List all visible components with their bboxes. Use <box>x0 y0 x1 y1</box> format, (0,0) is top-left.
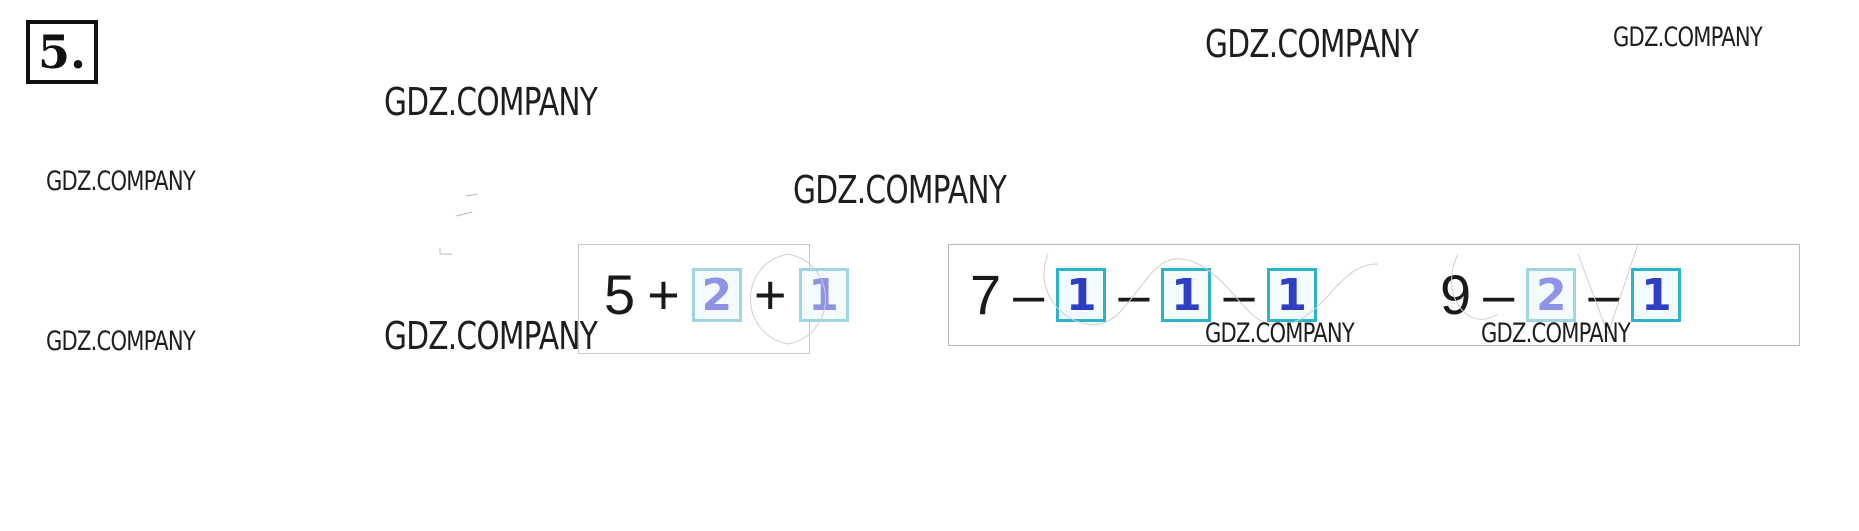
expression-start-number: 7 <box>970 263 1002 326</box>
watermark: GDZ.COMPANY <box>384 80 598 124</box>
expression-start-number: 5 <box>604 263 636 326</box>
operator: – <box>1483 263 1515 326</box>
watermark: GDZ.COMPANY <box>1205 318 1355 349</box>
exercise-number: 5. <box>26 20 98 84</box>
answer-box[interactable]: 1 <box>1266 268 1317 322</box>
strip-frame-right <box>948 244 1800 346</box>
operator: + <box>647 263 680 326</box>
operator: + <box>753 263 787 326</box>
answer-box[interactable]: 1 <box>1161 268 1212 322</box>
watermark: GDZ.COMPANY <box>1481 318 1631 349</box>
answer-box[interactable]: 2 <box>1526 268 1577 322</box>
watermark: GDZ.COMPANY <box>793 168 1007 212</box>
expressions-strip: 5 + 2 + 1 7 – 1 – 1 – 1 9 – 2 – 1 <box>578 243 1804 356</box>
watermark: GDZ.COMPANY <box>1205 22 1419 66</box>
answer-box[interactable]: 1 <box>798 268 849 322</box>
operator: – <box>1118 263 1150 326</box>
answer-box[interactable]: 1 <box>1056 268 1107 322</box>
answer-box[interactable]: 1 <box>1631 268 1682 322</box>
watermark: GDZ.COMPANY <box>46 166 196 197</box>
operator: – <box>1223 263 1255 326</box>
watermark: GDZ.COMPANY <box>1613 22 1763 53</box>
operator: – <box>1013 263 1045 326</box>
scribble-mark <box>439 193 479 255</box>
answer-box[interactable]: 2 <box>691 268 742 322</box>
watermark: GDZ.COMPANY <box>46 326 196 357</box>
expression-start-number: 9 <box>1440 263 1472 326</box>
watermark: GDZ.COMPANY <box>384 314 598 358</box>
operator: – <box>1588 263 1620 326</box>
expression-1: 5 + 2 + 1 <box>604 260 849 330</box>
